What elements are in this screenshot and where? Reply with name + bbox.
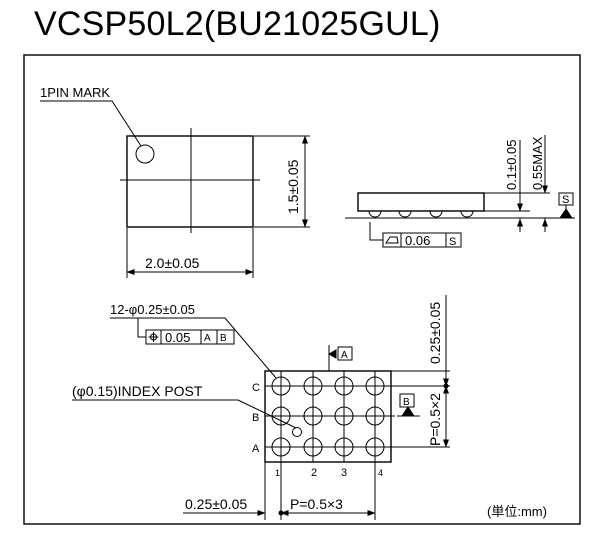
col-label-1: 1 <box>275 468 280 478</box>
offset-x-label: 0.25±0.05 <box>185 496 247 512</box>
datum-s-box <box>558 192 574 206</box>
side-height-label-a: 0.1±0.05 <box>504 139 519 190</box>
position-datum-b: B <box>220 333 227 344</box>
bottom-view <box>72 295 450 520</box>
datum-b-flag-box <box>399 393 415 408</box>
drawing-frame <box>23 54 581 525</box>
flatness-value: 0.06 <box>405 233 430 248</box>
col-label-2: 2 <box>311 467 317 479</box>
position-tolerance-icon <box>148 332 159 342</box>
datum-b-flag-label: B <box>403 397 410 408</box>
unit-label: (単位:mm) <box>487 504 547 519</box>
position-tolerance-value: 0.05 <box>165 330 190 345</box>
col-label-3: 3 <box>341 467 347 479</box>
side-view <box>345 135 575 248</box>
index-post-icon <box>292 427 302 437</box>
flatness-datum: S <box>449 236 456 248</box>
offset-y-label: 0.25±0.05 <box>427 302 443 364</box>
row-label-a: A <box>252 443 260 455</box>
row-label-b: B <box>252 412 259 424</box>
pin1-mark-icon <box>135 144 155 164</box>
package-body <box>357 192 485 212</box>
pitch-x-label: P=0.5×3 <box>290 496 343 512</box>
datum-s-label: S <box>562 194 569 206</box>
height-dimension-label: 1.5±0.05 <box>285 159 301 214</box>
width-dimension-label: 2.0±0.05 <box>145 255 200 271</box>
position-tolerance-frame <box>145 329 235 345</box>
top-view <box>40 100 310 278</box>
index-post-label: (φ0.15)INDEX POST <box>72 383 203 399</box>
datum-a-flag-label: A <box>341 350 348 361</box>
row-label-c: C <box>252 382 260 394</box>
side-height-label-b: 0.55MAX <box>530 136 545 190</box>
datum-a-flag-box <box>337 346 353 361</box>
page-title: VCSP50L2(BU21025GUL) <box>34 5 441 43</box>
flatness-frame <box>382 232 462 248</box>
ball-diameter-label: 12-φ0.25±0.05 <box>110 302 195 317</box>
position-datum-a: A <box>204 333 211 344</box>
flatness-icon <box>385 236 399 244</box>
package-outline <box>126 135 254 228</box>
pitch-y-label: P=0.5×2 <box>427 393 443 446</box>
col-label-4: 4 <box>378 468 383 478</box>
pin1-mark-label: 1PIN MARK <box>40 85 110 100</box>
